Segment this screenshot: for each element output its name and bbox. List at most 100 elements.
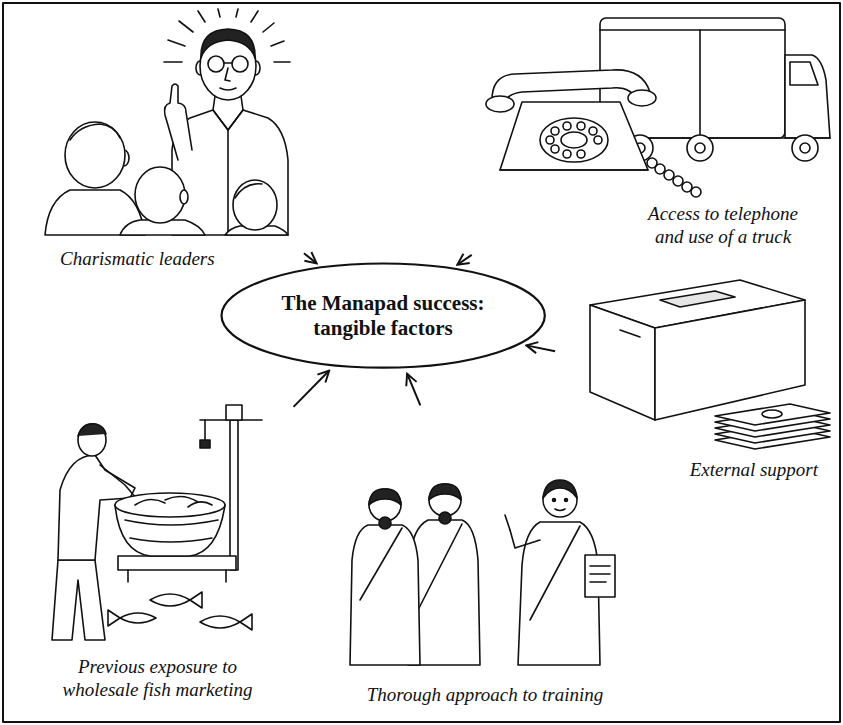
factor-caption: Charismatic leaders [60, 248, 215, 271]
leaders-drawing [218, 9, 220, 17]
fish-market-drawing [108, 610, 120, 626]
factor-arrow [407, 374, 420, 406]
training-drawing [369, 489, 401, 505]
leaders-drawing [180, 190, 188, 204]
support-drawing [620, 330, 640, 337]
leaders-drawing [274, 61, 290, 63]
support-drawing [590, 280, 830, 449]
telephone-truck-drawing [486, 96, 514, 112]
leaders-drawing [168, 40, 185, 46]
training-drawing [590, 566, 610, 582]
factor-caption-node: External support [560, 275, 830, 485]
training-drawing [555, 509, 565, 511]
telephone-truck-drawing [551, 127, 559, 135]
training-drawing [429, 484, 461, 500]
ellipse-outline [221, 264, 544, 368]
fish-market-drawing [52, 405, 262, 640]
leaders-drawing [251, 11, 258, 22]
leaders-drawing [220, 88, 236, 90]
fish-market-drawing [190, 592, 202, 608]
leaders-drawing [65, 122, 125, 188]
training-drawing [553, 499, 556, 502]
leaders-drawing [213, 110, 243, 130]
factor-caption: Previous exposure to wholesale fish mark… [53, 656, 263, 702]
leaders-drawing [271, 41, 284, 46]
telephone-truck-drawing [563, 122, 571, 130]
telephone-truck-drawing [687, 135, 713, 161]
leaders-drawing [135, 167, 185, 223]
telephone-truck-drawing [561, 132, 587, 148]
telephone-truck-drawing [500, 102, 648, 170]
leaders-drawing [45, 9, 290, 235]
leaders-drawing [179, 21, 193, 32]
leaders-drawing [236, 9, 238, 17]
fish-market-drawing [118, 556, 236, 570]
factor-caption: Access to telephone and use of a truck [638, 203, 808, 249]
leaders-drawing [165, 84, 192, 160]
telephone-truck-drawing [500, 169, 648, 171]
fish-market-drawing [120, 613, 156, 623]
telephone-truck-drawing [589, 127, 597, 135]
fish-market-drawing [125, 520, 218, 542]
leaders-drawing [208, 56, 224, 72]
training-drawing [418, 524, 462, 610]
factor-caption-node: Access to telephone and use of a truck [470, 12, 830, 252]
fish-market-drawing [150, 594, 190, 606]
training-drawing [565, 499, 568, 502]
fish-market-drawing [230, 420, 238, 570]
fish-market-drawing [200, 440, 210, 448]
leaders-drawing [224, 62, 232, 64]
telephone-truck-drawing [655, 164, 665, 174]
leaders-drawing [201, 29, 255, 58]
telephone-truck-drawing [785, 55, 830, 138]
training-drawing [543, 480, 577, 498]
telephone-truck-drawing [691, 187, 701, 197]
factor-caption: Thorough approach to training [367, 684, 604, 707]
factor-caption-node: Thorough approach to training [335, 410, 635, 710]
fish-market-drawing [78, 424, 106, 456]
frame [3, 3, 840, 722]
fish-market-drawing [200, 616, 240, 628]
telephone-truck-drawing [600, 29, 785, 31]
telephone-truck-drawing [628, 90, 656, 106]
training-drawing [585, 555, 615, 597]
telephone-truck-drawing [695, 143, 705, 153]
telephone-truck-drawing [486, 18, 830, 197]
training-drawing [379, 517, 391, 529]
support-drawing [655, 300, 805, 420]
fish-market-drawing [115, 493, 225, 517]
training-drawing [505, 515, 510, 530]
support-drawing [762, 410, 782, 418]
factor-caption-node: Charismatic leaders [30, 12, 300, 274]
telephone-truck-drawing [594, 136, 602, 144]
fish-market-drawing [52, 560, 105, 640]
telephone-truck-drawing [800, 143, 810, 153]
factor-arrow [294, 371, 330, 407]
training-drawing [510, 530, 540, 548]
fish-market-drawing [240, 614, 252, 630]
telephone-truck-drawing [790, 62, 818, 85]
telephone-truck-drawing [540, 118, 608, 162]
telephone-truck-drawing [699, 30, 701, 138]
leaders-drawing [198, 11, 205, 22]
telephone-truck-drawing [563, 150, 571, 158]
leaders-drawing [233, 180, 277, 230]
factor-caption: External support [690, 459, 818, 482]
factor-arrow [526, 345, 555, 351]
central-title: The Manapad success: tangible factors [268, 291, 498, 341]
telephone-truck-drawing [551, 145, 559, 153]
factor-arrow [304, 253, 317, 263]
frame [3, 3, 840, 722]
leaders-drawing [235, 184, 262, 198]
training-drawing [360, 528, 402, 600]
central-ellipse: The Manapad success: tangible factors [220, 262, 546, 369]
leaders-drawing [227, 130, 229, 235]
fish-market-drawing [204, 420, 206, 440]
telephone-truck-drawing [577, 150, 585, 158]
leaders-drawing [263, 23, 274, 32]
leaders-drawing [232, 56, 248, 72]
telephone-truck-drawing [492, 70, 650, 104]
support-drawing [660, 291, 735, 307]
telephone-truck-drawing [673, 176, 683, 186]
